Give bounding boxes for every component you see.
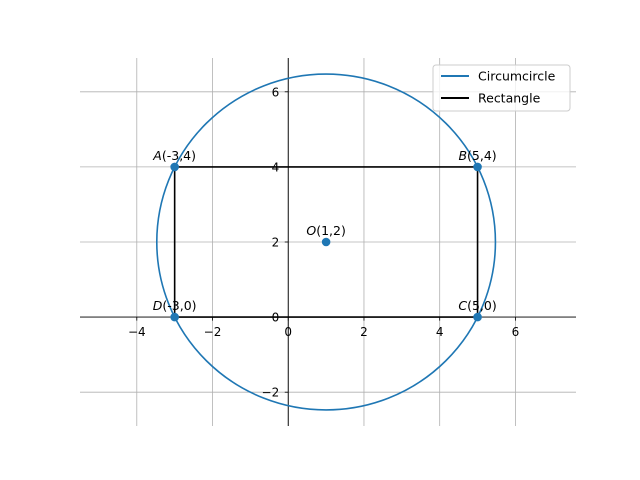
x-tick-label: −2	[204, 325, 222, 339]
point-c-label: C(5,0)	[458, 298, 496, 313]
point-o-label: O(1,2)	[306, 223, 345, 238]
data-points: A(-3,4) B(5,4) C(5,0) D(-3,0) O(1,2)	[152, 148, 497, 322]
point-o-marker	[321, 237, 331, 247]
point-d-marker	[170, 312, 179, 322]
legend: Circumcircle Rectangle	[432, 64, 571, 112]
point-a-label: A(-3,4)	[152, 148, 196, 163]
point-a-marker	[170, 162, 179, 172]
y-tick-label: 6	[272, 85, 280, 99]
point-b-marker	[473, 162, 482, 172]
x-tick-label: −4	[128, 325, 146, 339]
legend-label-circumcircle: Circumcircle	[478, 69, 556, 84]
y-tick-label: 2	[272, 236, 280, 250]
point-d-label: D(-3,0)	[153, 298, 197, 313]
x-tick-label: 2	[360, 325, 368, 339]
x-tick-label: 4	[436, 325, 444, 339]
y-tick-label: −2	[262, 386, 280, 400]
circumcircle-curve	[155, 73, 497, 411]
x-tick-label: 6	[512, 325, 520, 339]
point-c-marker	[473, 312, 482, 322]
point-b-label: B(5,4)	[458, 148, 496, 163]
legend-label-rectangle: Rectangle	[478, 91, 541, 106]
x-tick-label: 0	[284, 325, 292, 339]
